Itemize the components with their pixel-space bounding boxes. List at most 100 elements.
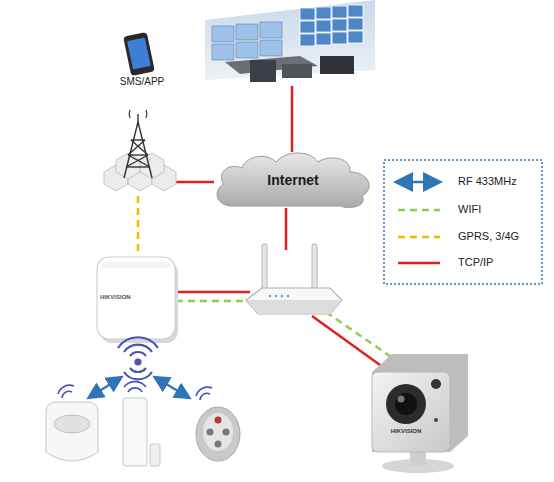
- legend-text: GPRS, 3/4G: [458, 230, 540, 243]
- wireless-icon: [196, 387, 212, 396]
- wireless-icon: [124, 382, 146, 387]
- wireless-icon: [200, 393, 210, 400]
- monitoring-center: [260, 22, 282, 38]
- tcpip-wire: [170, 86, 398, 378]
- legend-sample: [398, 181, 438, 184]
- pir-detector: [46, 402, 98, 461]
- router: [281, 295, 283, 297]
- keyfob: [207, 429, 214, 436]
- door-contact: [123, 398, 147, 466]
- phone-icon: [123, 32, 155, 76]
- cell-tower: [124, 122, 138, 178]
- legend-sample: [398, 262, 440, 265]
- monitoring-center: [205, 0, 375, 82]
- rf-symbol: [118, 337, 158, 379]
- device-label: HIKVISION: [386, 428, 426, 435]
- alarm-hub: [97, 257, 175, 339]
- node-label: Internet: [267, 172, 318, 188]
- keyfob: [196, 407, 240, 461]
- monitoring-center: [316, 33, 331, 45]
- legend-text: TCP/IP: [458, 256, 540, 269]
- cell-tower: [124, 114, 152, 178]
- rf-link-arrow: [90, 378, 120, 397]
- wireless-icon: [58, 385, 74, 394]
- monitoring-center: [300, 5, 363, 46]
- cell-tower: [138, 122, 152, 178]
- router: [312, 244, 317, 294]
- pir-detector: [54, 415, 90, 433]
- router: [262, 244, 267, 294]
- router: [246, 288, 342, 314]
- wireless-icon: [58, 382, 212, 400]
- ip-camera: [372, 372, 450, 452]
- monitoring-center: [348, 5, 363, 17]
- rf-symbol: [118, 337, 158, 348]
- monitoring-center: [332, 32, 347, 44]
- wireless-icon: [62, 391, 72, 398]
- cell-tower: [104, 110, 176, 191]
- router: [275, 295, 277, 297]
- monitoring-center: [348, 18, 363, 30]
- device-label: SMS/APP: [112, 76, 172, 88]
- pir-detector: [46, 402, 98, 461]
- device-label: HIKVISION: [100, 294, 140, 301]
- legend-sample: [398, 182, 440, 263]
- rf-symbol: [130, 352, 146, 356]
- phone-icon: [127, 37, 151, 69]
- wifi-wire: [176, 301, 410, 370]
- rf-symbol: [124, 372, 152, 379]
- keyfob: [203, 413, 233, 451]
- router: [287, 295, 289, 297]
- cell-tower: [131, 140, 148, 155]
- monitoring-center: [300, 8, 315, 20]
- ip-camera: [395, 393, 417, 415]
- rf-link-arrow: [90, 378, 188, 397]
- router: [246, 300, 342, 314]
- ip-camera: [372, 354, 468, 452]
- monitoring-center: [212, 26, 234, 42]
- cell-tower: [128, 155, 150, 167]
- rf-symbol: [130, 368, 146, 372]
- cell-tower: [137, 114, 138, 124]
- tcpip-wire: [176, 291, 250, 294]
- cell-tower: [128, 140, 145, 155]
- monitoring-center: [332, 6, 347, 18]
- monitoring-center: [236, 42, 258, 58]
- monitoring-center: [332, 19, 347, 31]
- rf-link-arrow: [156, 378, 188, 397]
- router: [269, 295, 271, 297]
- cell-tower: [131, 139, 145, 140]
- monitoring-center: [205, 0, 375, 80]
- door-contact: [123, 398, 160, 466]
- cell-tower: [126, 166, 150, 167]
- keyfob: [196, 407, 240, 461]
- legend-sample: [398, 209, 440, 212]
- monitoring-center: [282, 64, 312, 78]
- monitoring-center: [300, 34, 315, 46]
- wireless-icon: [128, 388, 142, 392]
- legend-text: RF 433MHz: [458, 175, 540, 188]
- tcpip-wire: [291, 86, 294, 152]
- cell-tower: [104, 153, 176, 191]
- legend-frame: [384, 160, 542, 284]
- gprs-wire: [137, 196, 140, 256]
- gprs-wire: [137, 196, 140, 256]
- ip-camera: [398, 396, 405, 403]
- monitoring-center: [236, 24, 258, 40]
- monitoring-center: [300, 21, 315, 33]
- phone-icon: [123, 32, 155, 76]
- cell-tower: [145, 110, 147, 118]
- wifi-wire: [176, 300, 250, 303]
- rf-symbol: [124, 345, 152, 352]
- door-contact: [150, 444, 160, 466]
- cell-tower: [126, 155, 148, 167]
- router: [246, 244, 342, 314]
- cloud-outline: [217, 153, 369, 208]
- ip-camera: [431, 379, 441, 389]
- monitoring-center: [212, 44, 234, 60]
- monitoring-center: [250, 60, 276, 82]
- legend-text: WIFI: [458, 203, 540, 216]
- cell-tower: [128, 154, 148, 155]
- alarm-hub: [97, 257, 178, 343]
